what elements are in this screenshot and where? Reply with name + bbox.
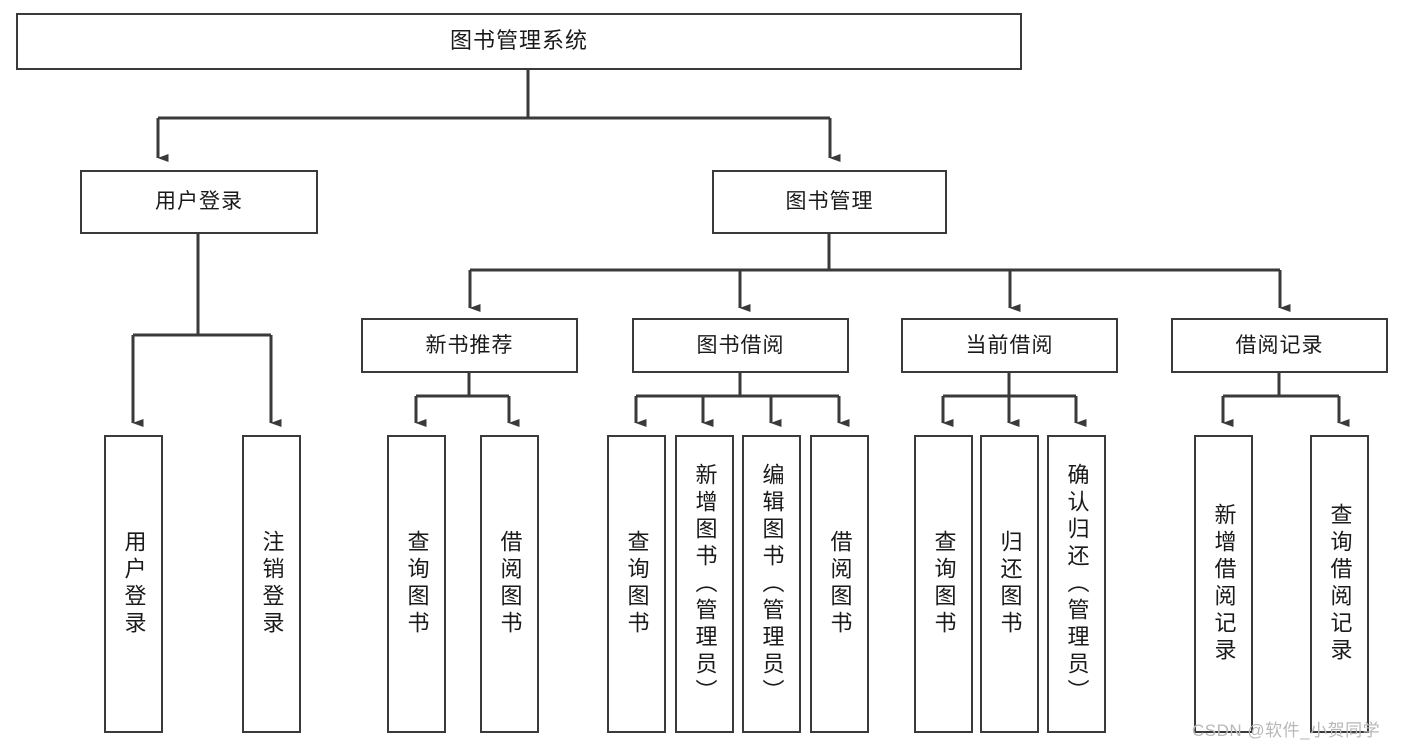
node-label: 用户登录 xyxy=(155,190,243,214)
node-label: 图书管理系统 xyxy=(449,28,588,54)
leaf-query-book-2[interactable]: 查询图书 xyxy=(607,435,666,733)
leaf-query-record[interactable]: 查询借阅记录 xyxy=(1310,435,1369,733)
leaf-add-book[interactable]: 新增图书（管理员） xyxy=(675,435,734,733)
node-label: 新书推荐 xyxy=(425,333,514,357)
node-book-management-system[interactable]: 图书管理系统 xyxy=(16,13,1022,70)
node-label: 图书管理 xyxy=(785,190,874,214)
node-label: 查询图书 xyxy=(931,530,957,638)
node-borrow-record[interactable]: 借阅记录 xyxy=(1171,318,1388,373)
node-user-login[interactable]: 用户登录 xyxy=(80,170,318,234)
node-label: 借阅图书 xyxy=(827,530,853,638)
leaf-user-login[interactable]: 用户登录 xyxy=(104,435,163,733)
leaf-query-book-1[interactable]: 查询图书 xyxy=(387,435,446,733)
leaf-add-record[interactable]: 新增借阅记录 xyxy=(1194,435,1253,733)
node-label: 归还图书 xyxy=(997,530,1023,638)
leaf-user-logout[interactable]: 注销登录 xyxy=(242,435,301,733)
leaf-edit-book[interactable]: 编辑图书（管理员） xyxy=(742,435,801,733)
leaf-confirm-return[interactable]: 确认归还（管理员） xyxy=(1047,435,1106,733)
node-book-borrow[interactable]: 图书借阅 xyxy=(632,318,849,373)
node-label: 用户登录 xyxy=(121,530,147,638)
node-label: 借阅记录 xyxy=(1235,333,1324,357)
leaf-borrow-book-2[interactable]: 借阅图书 xyxy=(810,435,869,733)
node-current-borrow[interactable]: 当前借阅 xyxy=(901,318,1118,373)
node-label: 编辑图书（管理员） xyxy=(759,462,785,706)
node-label: 查询图书 xyxy=(624,530,650,638)
node-label: 图书借阅 xyxy=(696,333,785,357)
leaf-query-book-3[interactable]: 查询图书 xyxy=(914,435,973,733)
leaf-borrow-book-1[interactable]: 借阅图书 xyxy=(480,435,539,733)
node-label: 新增图书（管理员） xyxy=(692,462,718,706)
node-label: 新增借阅记录 xyxy=(1211,503,1237,665)
node-label: 查询借阅记录 xyxy=(1327,503,1353,665)
node-new-book-recommend[interactable]: 新书推荐 xyxy=(361,318,578,373)
csdn-watermark: CSDN @软件_小贺同学 xyxy=(1192,721,1381,740)
node-label: 查询图书 xyxy=(404,530,430,638)
node-label: 当前借阅 xyxy=(965,333,1054,357)
leaf-return-book[interactable]: 归还图书 xyxy=(980,435,1039,733)
node-book-manage[interactable]: 图书管理 xyxy=(712,170,947,234)
node-label: 借阅图书 xyxy=(497,530,523,638)
node-label: 注销登录 xyxy=(259,530,285,638)
node-label: 确认归还（管理员） xyxy=(1064,462,1090,706)
